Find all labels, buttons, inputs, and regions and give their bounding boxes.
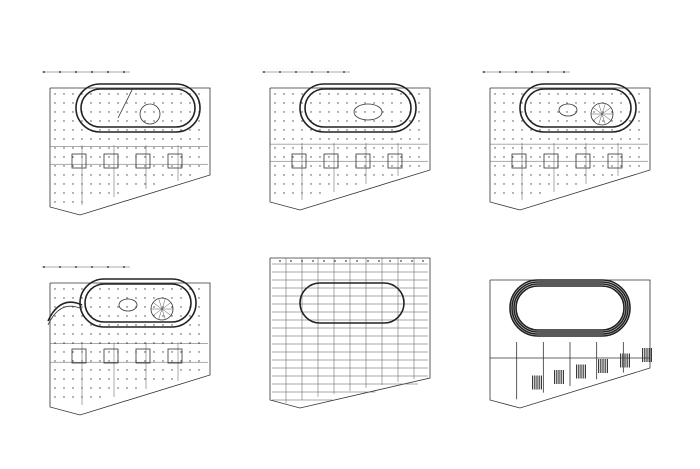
stair-hatch (628, 353, 630, 368)
oval-inner-ring (524, 88, 632, 128)
stair-hatch (598, 359, 600, 373)
oval-floor-plate (75, 83, 201, 133)
stair-hatch (604, 359, 606, 373)
lobby-void (558, 103, 578, 117)
stair-hatch (562, 370, 564, 384)
stair-hatch (560, 370, 562, 384)
slab-outline (49, 282, 211, 416)
stair-hatch (534, 375, 536, 390)
service-core (511, 153, 527, 169)
central-atrium (353, 103, 383, 121)
stair-hatch (576, 364, 578, 379)
service-core (103, 348, 119, 364)
oval-floor-plate (299, 83, 417, 133)
lobby-void (118, 298, 138, 312)
running-track-lane (511, 281, 629, 335)
stair-hatch (648, 348, 650, 362)
service-core (167, 348, 183, 364)
oval-inner-ring (80, 88, 196, 128)
stair-hatch (540, 375, 542, 390)
roof-outline (269, 257, 431, 409)
balcony-curve (47, 301, 83, 322)
slab-outline (489, 87, 651, 211)
running-track-lane (515, 285, 625, 331)
stair-hatch (580, 364, 582, 379)
slab-outline (269, 87, 431, 211)
stair-hatch (624, 353, 626, 368)
service-core (71, 153, 87, 169)
oval-inner-ring (84, 283, 192, 323)
stair-hatch (558, 370, 560, 384)
stair-hatch (606, 359, 608, 373)
balcony-curve (47, 305, 83, 326)
service-core (323, 153, 339, 169)
stair-hatch (620, 353, 622, 368)
plan-level-2 (262, 71, 431, 211)
plan-level-1 (42, 71, 211, 216)
plan-level-3 (482, 71, 651, 211)
stair-hatch (626, 353, 628, 368)
stair-hatch (584, 364, 586, 379)
oval-floor-plate (79, 278, 197, 328)
plan-level-5 (269, 257, 431, 409)
service-core (135, 153, 151, 169)
service-core (291, 153, 307, 169)
oval-inner-ring (304, 88, 412, 128)
stair-hatch (650, 348, 652, 362)
service-core (575, 153, 591, 169)
running-track-lane (513, 283, 627, 333)
service-core (543, 153, 559, 169)
service-core (103, 153, 119, 169)
service-core (355, 153, 371, 169)
oval-floor-plate (519, 83, 637, 133)
stair-hatch (622, 353, 624, 368)
track-slab-outline (489, 279, 651, 409)
stair-hatch (536, 375, 538, 390)
stair-hatch (600, 359, 602, 373)
stair-hatch (532, 375, 534, 390)
roof-oval-outline (299, 282, 405, 324)
stair-hatch (538, 375, 540, 390)
stair-hatch (578, 364, 580, 379)
plan-level-6 (489, 279, 652, 409)
running-track-outer (509, 279, 631, 337)
plan-level-4 (42, 266, 211, 416)
slab-outline (49, 87, 211, 216)
stair-hatch (582, 364, 584, 379)
stair-hatch (646, 348, 648, 362)
service-core (167, 153, 183, 169)
service-core (135, 348, 151, 364)
stair-hatch (644, 348, 646, 362)
service-core (71, 348, 87, 364)
circular-void (139, 103, 161, 125)
stair-hatch (554, 370, 556, 384)
service-core (607, 153, 623, 169)
stair-hatch (602, 359, 604, 373)
service-core (387, 153, 403, 169)
stair-hatch (556, 370, 558, 384)
stair-hatch (642, 348, 644, 362)
